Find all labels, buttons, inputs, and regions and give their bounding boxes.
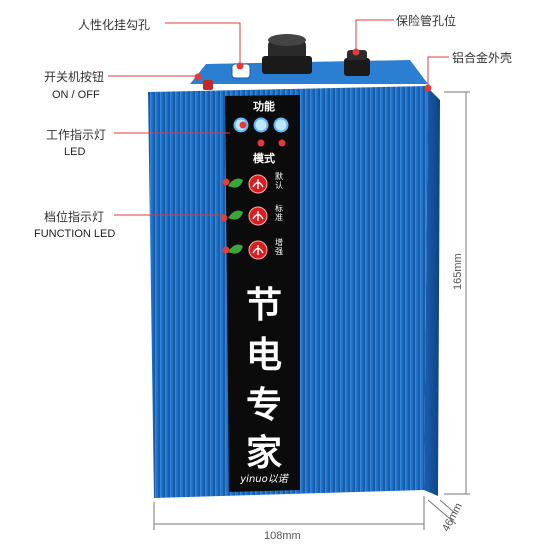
mode-row-3 — [228, 240, 268, 260]
work-led-3 — [273, 117, 289, 133]
control-panel — [225, 95, 300, 492]
panel-function-label: 功能 — [253, 100, 275, 113]
product-name-char-4: 家 — [245, 433, 282, 474]
leaf-icon — [228, 244, 243, 254]
dimension-height: 165mm — [452, 253, 464, 290]
mode-label-standard: 标准 — [275, 204, 283, 222]
fuse-holder — [344, 50, 370, 76]
mode-label-enhanced: 增强 — [275, 238, 283, 256]
power-switch[interactable] — [203, 80, 213, 90]
callout-lines — [108, 19, 449, 216]
leaf-icon — [228, 210, 243, 220]
callout-shell: 铝合金外壳 — [452, 51, 513, 65]
callout-power-switch: 开关机按钮 — [44, 70, 105, 84]
cable-gland — [262, 34, 312, 74]
product-name-char-1: 节 — [245, 285, 282, 326]
mode-label-default: 默认 — [275, 172, 283, 190]
callout-gear-light-en: FUNCTION LED — [34, 228, 116, 240]
brand-logo: yinuo以诺 — [240, 474, 288, 485]
product-name-char-3: 专 — [245, 385, 282, 426]
callout-work-light-en: LED — [64, 146, 86, 158]
dimension-lines — [153, 91, 470, 530]
callout-power-switch-en: ON / OFF — [52, 89, 100, 101]
panel-mode-label: 模式 — [253, 152, 275, 165]
callout-work-light: 工作指示灯 — [46, 128, 107, 142]
leaf-icon — [228, 178, 243, 188]
mode-row-2 — [228, 206, 268, 226]
callout-dots — [194, 48, 432, 254]
callout-fuse-hole: 保险管孔位 — [396, 14, 457, 28]
mode-row-1 — [228, 174, 268, 194]
callout-gear-light: 档位指示灯 — [44, 210, 105, 224]
product-name-char-2: 电 — [245, 335, 282, 376]
shell-side — [424, 88, 440, 496]
work-led-2 — [253, 117, 269, 133]
callout-hook-hole: 人性化挂勾孔 — [78, 18, 151, 32]
dimension-width: 108mm — [264, 530, 301, 542]
